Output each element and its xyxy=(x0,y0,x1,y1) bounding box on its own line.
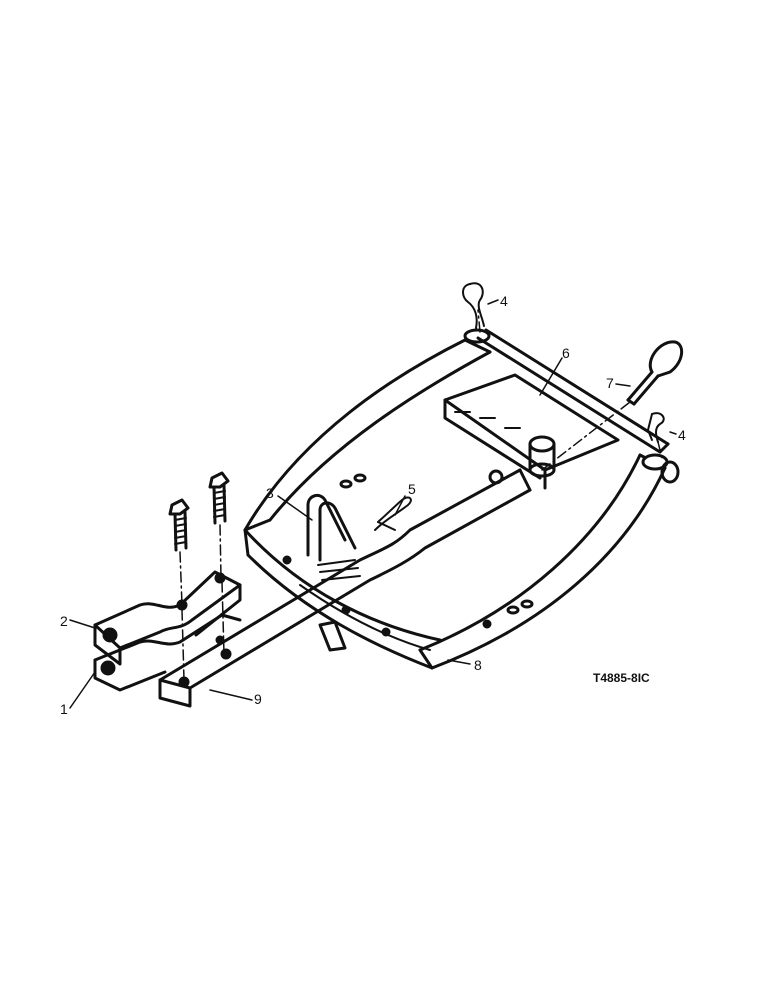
callout-1: 1 xyxy=(60,701,68,717)
hitch-pin xyxy=(626,340,684,406)
callout-4-right: 4 xyxy=(678,427,686,443)
clevis xyxy=(306,493,357,562)
callout-8: 8 xyxy=(474,657,482,673)
callout-6: 6 xyxy=(562,345,570,361)
bolt-left xyxy=(168,498,190,552)
callout-5: 5 xyxy=(408,481,416,497)
bolt-right xyxy=(208,471,230,525)
callout-2: 2 xyxy=(60,613,68,629)
right-side-rail xyxy=(418,453,669,670)
cross-rod xyxy=(476,328,680,484)
rear-support-block xyxy=(443,373,620,490)
leader-lines xyxy=(69,299,677,709)
spring-clip xyxy=(374,496,412,531)
figure-id: T4885-8IC xyxy=(593,671,650,685)
lower-strap xyxy=(93,613,242,692)
hairpin-clip-right xyxy=(647,412,665,443)
callout-4-top: 4 xyxy=(500,293,508,309)
left-side-rail xyxy=(243,328,492,532)
hairpin-clip-top xyxy=(462,282,485,329)
callout-9: 9 xyxy=(254,691,262,707)
front-crossbar xyxy=(243,528,442,670)
callout-3: 3 xyxy=(266,485,274,501)
center-lines xyxy=(179,309,663,681)
callout-7: 7 xyxy=(606,375,614,391)
